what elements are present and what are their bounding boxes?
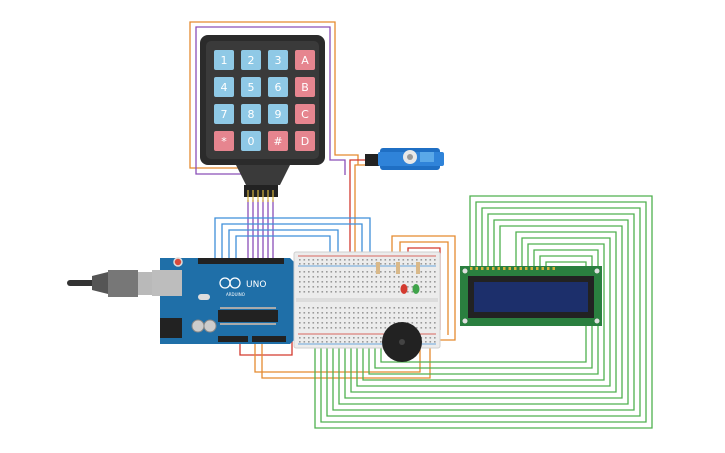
wire-blue-3 [228, 229, 339, 258]
piezo-buzzer [382, 322, 422, 362]
keypad-key-11 [295, 104, 315, 124]
wire-lcd-8 [356, 237, 611, 387]
resistor-3 [416, 262, 420, 274]
wire-lcd-5 [338, 219, 629, 405]
keypad-key-label: B [301, 81, 309, 94]
keypad-key-label: 7 [221, 108, 228, 121]
keypad-key-label: A [301, 54, 309, 67]
keypad-face [206, 41, 319, 159]
crystal [198, 294, 210, 300]
header-bottom-right [252, 336, 286, 342]
keypad-key-15 [295, 131, 315, 151]
keypad-key-label: 9 [275, 108, 282, 121]
keypad-key-label: # [273, 135, 282, 148]
arduino-uno: UNO ARDUINO [152, 257, 296, 344]
capacitor-1 [191, 319, 205, 333]
header-top [198, 258, 284, 264]
keypad-ribbon-tail [236, 165, 290, 185]
wire-blue-2 [221, 223, 363, 258]
keypad-key-label: 8 [248, 108, 255, 121]
keypad-key-label: 0 [248, 135, 255, 148]
keypad-key-label: 6 [275, 81, 282, 94]
wire-lcd-1 [314, 195, 653, 429]
keypad-key-0 [214, 50, 234, 70]
lcd-screen [474, 282, 588, 312]
usb-plug [108, 270, 138, 297]
keypad-key-3 [295, 50, 315, 70]
lcd-display [460, 266, 602, 326]
keypad-key-label: 5 [248, 81, 255, 94]
keypad-key-13 [241, 131, 261, 151]
keypad-key-7 [295, 77, 315, 97]
atmega-chip [218, 310, 278, 322]
keypad-key-10 [268, 104, 288, 124]
keypad-key-label: 1 [221, 54, 228, 67]
keypad-key-label: * [221, 135, 227, 148]
keypad-key-1 [241, 50, 261, 70]
chip-pins [220, 307, 276, 325]
lcd-mount-holes [462, 268, 600, 324]
wire-bottom-orange-2 [261, 330, 431, 379]
buzzer-hole [399, 339, 405, 345]
wire-lcd-2 [320, 201, 647, 423]
keypad-key-label: 4 [221, 81, 228, 94]
leds [400, 284, 420, 294]
reset-button [173, 257, 183, 267]
usb-plug-strain [92, 272, 108, 294]
capacitor-2 [203, 319, 217, 333]
keypad-key-12 [214, 131, 234, 151]
wire-blue-1 [214, 217, 371, 258]
keypad-key-6 [268, 77, 288, 97]
arduino-brand-label: ARDUINO [226, 292, 245, 297]
wire-blue-4 [235, 235, 331, 258]
wire-bottom-orange-1 [254, 330, 421, 373]
arduino-model-label: UNO [246, 280, 266, 290]
keypad-key-label: C [301, 108, 309, 121]
keypad-key-label: D [301, 135, 309, 148]
keypad-key-label: 2 [248, 54, 255, 67]
resistor-1 [376, 262, 380, 274]
usb-jack [152, 270, 182, 296]
resistors [376, 262, 420, 274]
keypad-key-4 [214, 77, 234, 97]
arduino-logo-icon-2 [229, 277, 241, 289]
keypad-key-14 [268, 131, 288, 151]
wire-lcd-3 [326, 207, 641, 417]
usb-cable [67, 270, 158, 297]
wire-lcd-7 [350, 231, 617, 393]
wire-servo-red [349, 159, 370, 262]
servo-sticker [420, 152, 434, 162]
keypad-keys: 1 2 3 A 4 5 6 B 7 8 9 C * 0 # D [214, 50, 315, 151]
resistor-2 [396, 262, 400, 274]
keypad-key-label: 3 [275, 54, 282, 67]
keypad: 1 2 3 A 4 5 6 B 7 8 9 C * 0 # D [200, 35, 325, 202]
servo-connector [365, 154, 379, 166]
wire-lcd-9 [362, 243, 605, 381]
breadboard-channel [296, 298, 438, 302]
keypad-key-8 [214, 104, 234, 124]
led-green [412, 284, 420, 294]
wire-led-orange-2 [399, 241, 449, 335]
power-jack [160, 318, 182, 338]
wire-bottom-red [239, 340, 293, 356]
keypad-key-9 [241, 104, 261, 124]
led-red [400, 284, 408, 294]
wire-lcd-6 [344, 225, 623, 399]
wire-led-orange-1 [391, 235, 456, 341]
wire-lcd-4 [332, 213, 635, 411]
keypad-pins [247, 190, 274, 202]
servo-motor [365, 148, 444, 170]
header-bottom-left [218, 336, 248, 342]
lcd-pins [470, 267, 555, 270]
servo-hub [407, 154, 413, 160]
keypad-key-5 [241, 77, 261, 97]
keypad-key-2 [268, 50, 288, 70]
